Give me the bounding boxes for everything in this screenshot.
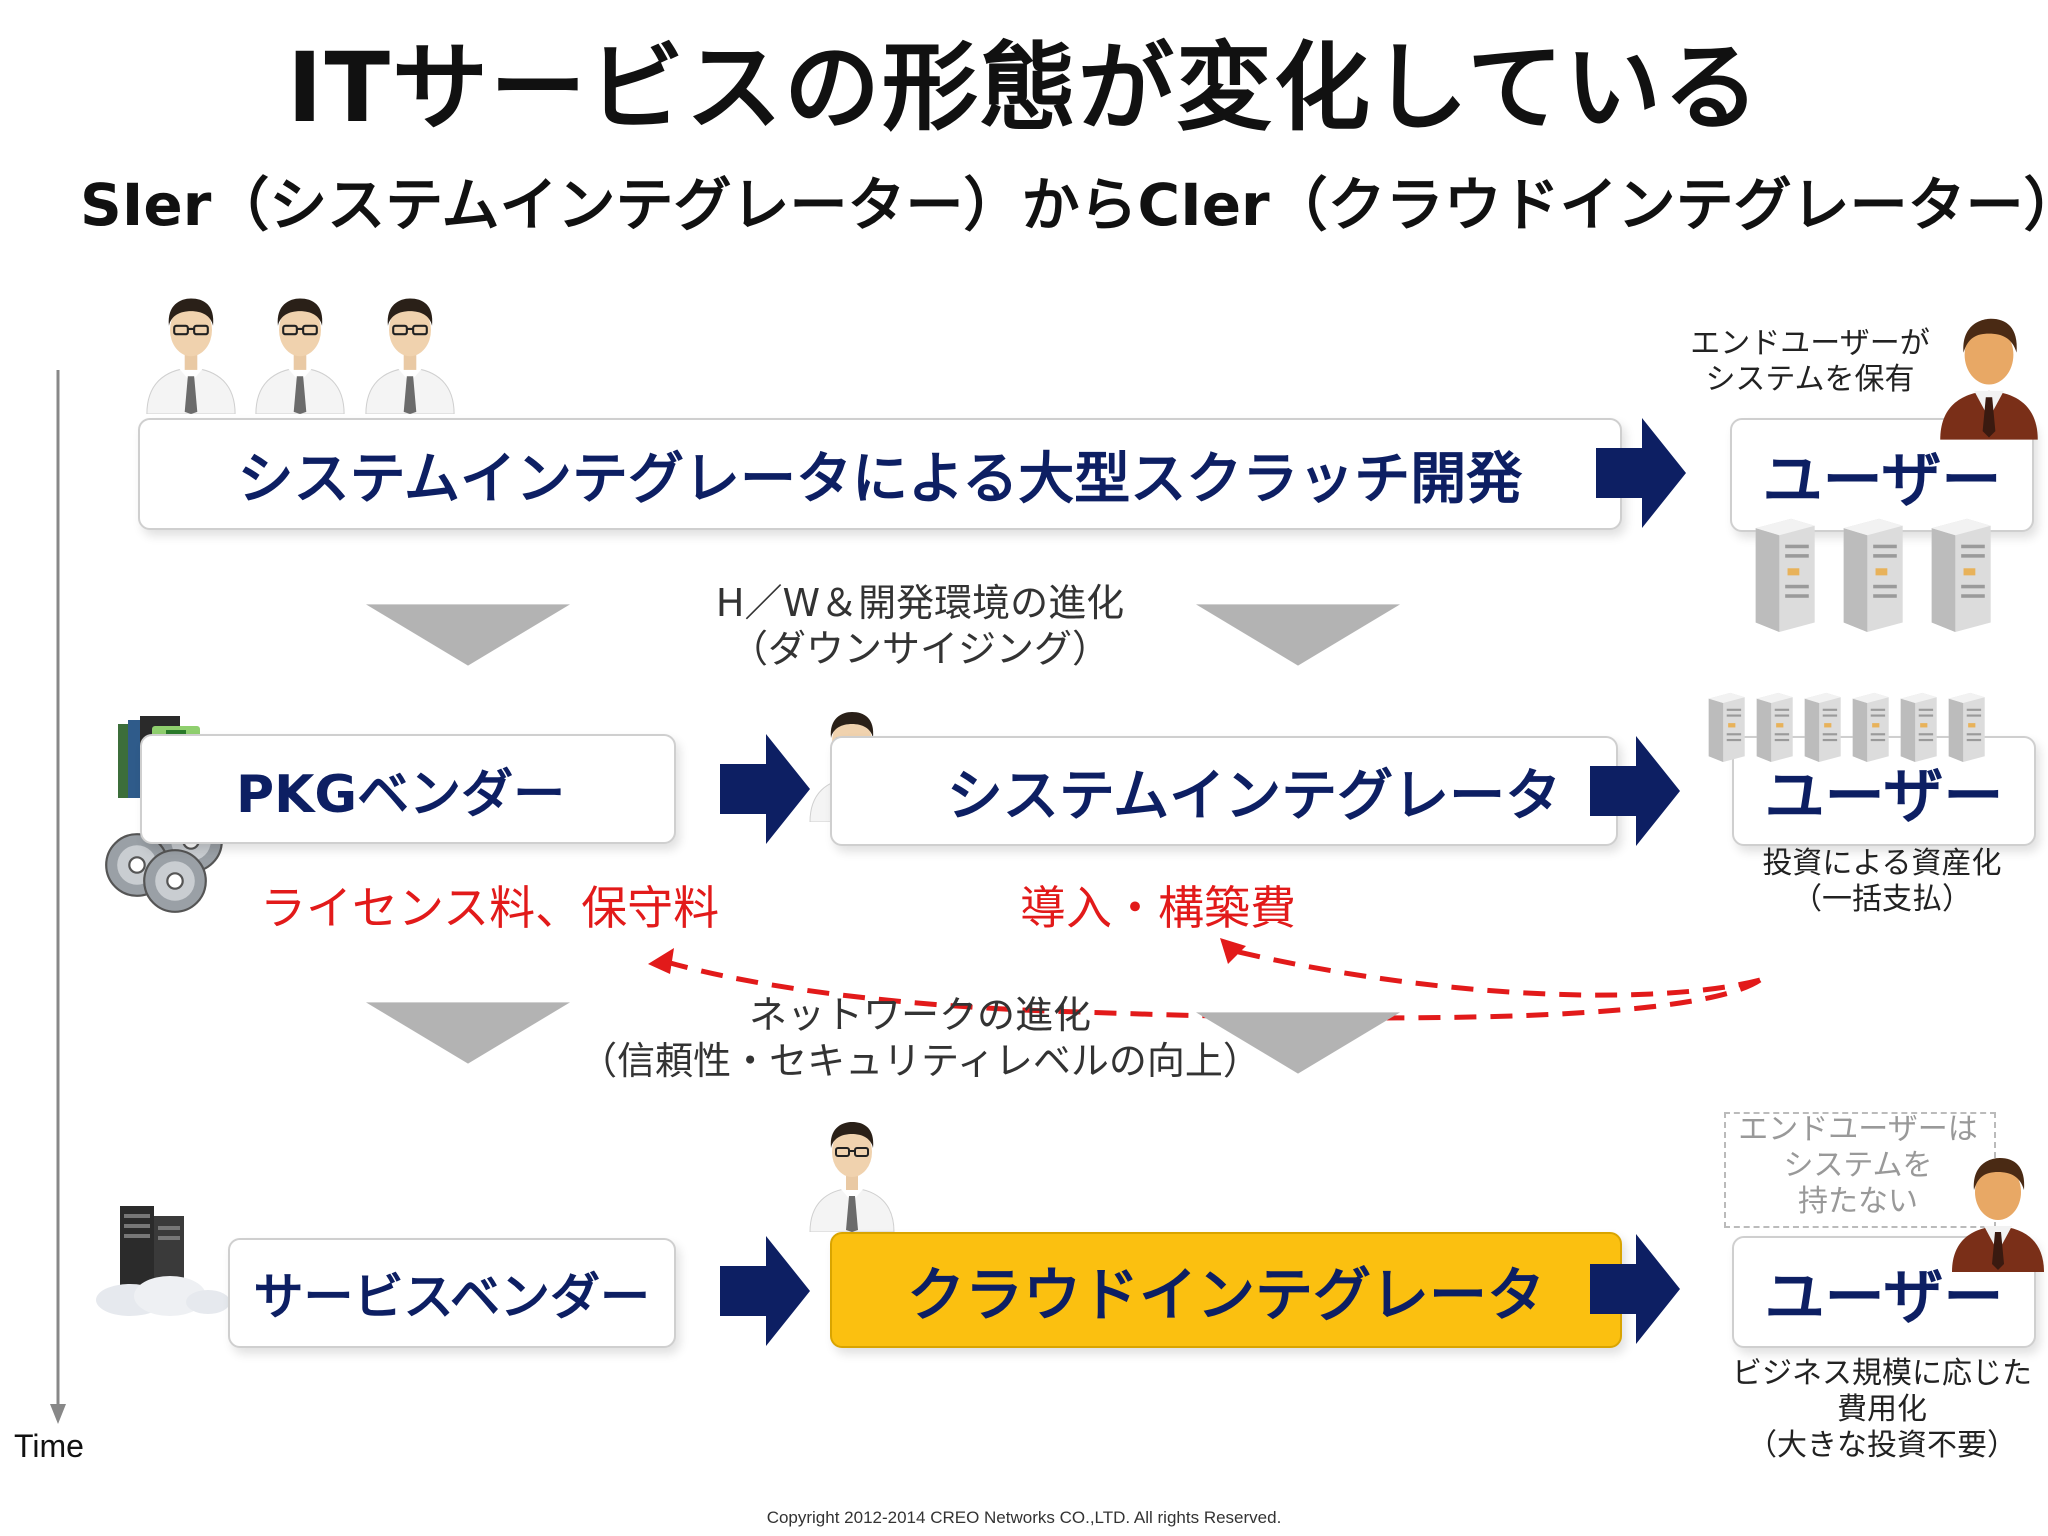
cd-disc-icon: [142, 848, 208, 914]
server-icon: [1796, 690, 1848, 762]
service-vendor-box: サービスベンダー: [228, 1238, 676, 1348]
server-icon: [1700, 690, 1752, 762]
pkg-vendor-box: PKGベンダー: [140, 734, 676, 844]
server-icon: [1940, 690, 1992, 762]
flow-arrow-icon: [1590, 736, 1680, 846]
owner-note-line: システムを保有: [1705, 362, 1915, 397]
asset-note-line: 投資による資産化: [1762, 846, 2002, 881]
businessman-icon: [800, 1112, 904, 1232]
server-icon: [1844, 690, 1896, 762]
transition-line: H／W＆開発環境の進化: [715, 581, 1125, 625]
cloud-integrator-box: クラウドインテグレータ: [830, 1232, 1622, 1348]
copyright-footer: Copyright 2012-2014 CREO Networks CO.,LT…: [766, 1508, 1282, 1527]
down-chevron-icon: [366, 604, 570, 666]
license-fee-label: ライセンス料、保守料: [260, 881, 720, 935]
businessman-icon: [355, 288, 465, 414]
flow-arrow-icon: [720, 1236, 810, 1346]
no-ownership-line: システムを: [1783, 1148, 1933, 1183]
page-title: ITサービスの形態が変化している: [286, 32, 1762, 144]
flow-arrow-icon: [1596, 418, 1686, 528]
flow-arrow-icon: [720, 734, 810, 844]
asset-note-line: （一括支払）: [1792, 882, 1972, 917]
time-axis: [50, 370, 66, 1424]
time-axis-label: Time: [14, 1428, 84, 1464]
expense-note: ビジネス規模に応じた 費用化 （大きな投資不要）: [1722, 1356, 2042, 1464]
flow-arrow-icon: [1590, 1234, 1680, 1344]
server-icon: [1748, 690, 1800, 762]
payment-flow-arrows: [648, 938, 1762, 1021]
executive-avatar-icon: [1936, 312, 2042, 440]
no-ownership-line: 持たない: [1798, 1184, 1918, 1219]
cloud-server-icon: [96, 1206, 230, 1316]
businessman-icon: [245, 288, 355, 414]
transition-downsizing: H／W＆開発環境の進化 （ダウンサイジング）: [620, 580, 1220, 672]
expense-note-line: （大きな投資不要）: [1747, 1428, 2017, 1463]
businessman-icon: [136, 288, 246, 414]
server-icon: [1742, 514, 1826, 632]
server-icon: [1830, 514, 1914, 632]
server-icon: [1892, 690, 1944, 762]
owner-note: エンドユーザーが システムを保有: [1660, 326, 1960, 398]
server-icon: [1918, 514, 2002, 632]
owner-note-line: エンドユーザーが: [1690, 326, 1930, 361]
asset-note: 投資による資産化 （一括支払）: [1722, 846, 2042, 918]
large-scratch-development-box: システムインテグレータによる大型スクラッチ開発: [138, 418, 1622, 530]
down-chevron-icon: [1196, 604, 1400, 666]
transition-network: ネットワークの進化 （信頼性・セキュリティレベルの向上）: [560, 992, 1280, 1084]
expense-note-line: 費用化: [1837, 1392, 1927, 1427]
install-fee-label: 導入・構築費: [1020, 881, 1296, 935]
no-ownership-line: エンドユーザーは: [1738, 1112, 1978, 1147]
transition-line: （信頼性・セキュリティレベルの向上）: [579, 1039, 1261, 1083]
transition-line: ネットワークの進化: [748, 993, 1091, 1037]
down-chevron-icon: [366, 1002, 570, 1064]
transition-line: （ダウンサイジング）: [729, 627, 1110, 671]
expense-note-line: ビジネス規模に応じた: [1732, 1356, 2032, 1391]
executive-avatar-icon: [1948, 1152, 2048, 1272]
system-integrator-box: システムインテグレータ: [830, 736, 1618, 846]
page-subtitle: SIer（システムインテグレーター）からCIer（クラウドインテグレーター）へ: [80, 171, 2048, 239]
no-ownership-note: エンドユーザーは システムを 持たない: [1724, 1112, 1992, 1220]
